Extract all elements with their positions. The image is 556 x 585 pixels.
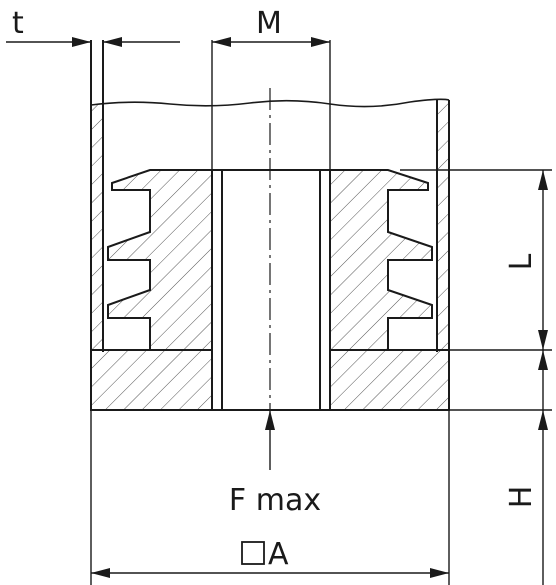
label-a: A — [268, 537, 289, 572]
label-f-max: F max — [229, 483, 321, 518]
label-h: H — [504, 486, 539, 509]
tube-wall-right — [436, 100, 450, 352]
force-arrow — [265, 410, 275, 470]
label-t: t — [12, 6, 24, 41]
dimension-l — [400, 169, 552, 351]
dimension-t — [6, 37, 180, 47]
tube-wall-left — [90, 40, 104, 352]
central-bore — [212, 169, 330, 411]
insert-left-half — [90, 169, 213, 411]
tube-break-line — [90, 98, 450, 108]
label-m: M — [256, 6, 282, 41]
label-l: L — [504, 253, 539, 270]
dimension-a — [90, 410, 450, 585]
dimension-h — [449, 350, 552, 585]
square-symbol — [241, 541, 265, 565]
dimension-m — [211, 37, 331, 170]
insert-right-half — [329, 169, 450, 411]
